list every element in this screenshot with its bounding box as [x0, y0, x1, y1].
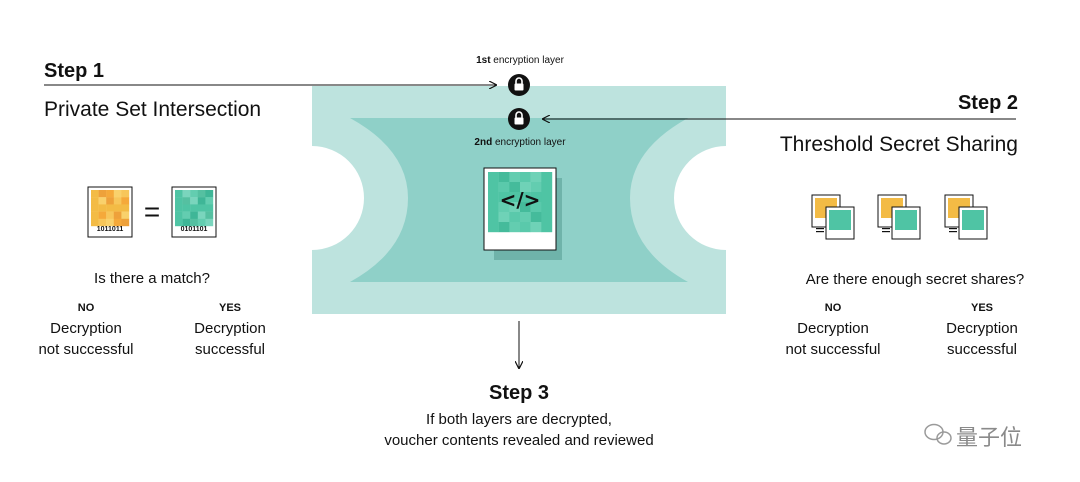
step3-title: Step 3 [488, 382, 550, 404]
code-card [483, 167, 562, 260]
step3-line1: If both layers are decrypted, [426, 411, 612, 428]
step2-yes-label: YES [970, 302, 993, 314]
watermark: 量子位 [956, 426, 1023, 451]
binary-label-right: 0101101 [180, 226, 208, 233]
step1-question: Is there a match? [94, 270, 210, 287]
wechat-icon [924, 423, 952, 445]
step1-yes-label: YES [218, 302, 241, 314]
step2-question: Are there enough secret shares? [805, 271, 1025, 288]
secret-share-card [877, 194, 921, 240]
step1-no-text-1: Decryption [50, 320, 122, 337]
teal-hash-card [171, 186, 217, 238]
step2-subtitle: Threshold Secret Sharing [779, 133, 1018, 156]
step1-no-text-2: not successful [38, 341, 134, 358]
step1-no-label: NO [77, 302, 95, 314]
binary-label-left: 1011011 [96, 226, 124, 233]
secret-share-card [944, 194, 988, 240]
step2-no-text-1: Decryption [797, 320, 869, 337]
lock-icon [508, 74, 530, 96]
lock-icon [508, 108, 530, 130]
step1-title: Step 1 [44, 60, 105, 82]
step1-yes-text-2: successful [194, 341, 266, 358]
code-symbol: </> [499, 188, 541, 212]
step1-yes-text-1: Decryption [194, 320, 266, 337]
step1-subtitle: Private Set Intersection [44, 98, 262, 121]
step2-yes-text-2: successful [946, 341, 1018, 358]
secret-share-card [811, 194, 855, 240]
equals-sign: = [143, 196, 161, 227]
orange-hash-card [87, 186, 133, 238]
step2-title: Step 2 [957, 92, 1018, 114]
step2-no-label: NO [824, 302, 842, 314]
step3-line2: voucher contents revealed and reviewed [384, 432, 654, 449]
step2-yes-text-1: Decryption [946, 320, 1018, 337]
second-layer-label: 2nd encryption layer [474, 137, 566, 148]
first-layer-label: 1st encryption layer [476, 55, 564, 66]
step2-no-text-2: not successful [785, 341, 881, 358]
